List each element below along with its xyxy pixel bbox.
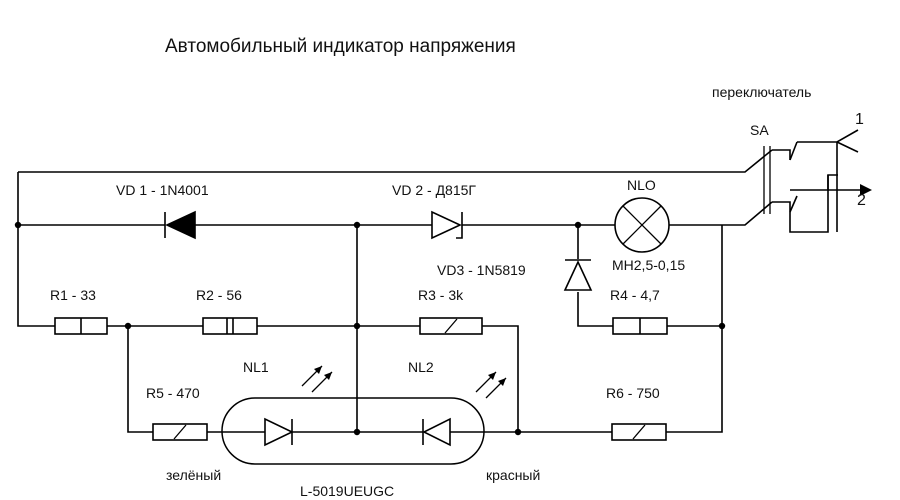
resistor-r3: R3 - 3k (418, 287, 483, 335)
vd1-label: VD 1 - 1N4001 (116, 182, 209, 198)
r2-label: R2 - 56 (196, 287, 242, 303)
switch-sa: переключатель SA 1 2 (712, 84, 872, 233)
led-package-label: L-5019UEUGC (300, 483, 394, 499)
nl2-label: NL2 (408, 359, 434, 375)
diagram-title: Автомобильный индикатор напряжения (165, 36, 516, 57)
resistor-r4: R4 - 4,7 (610, 287, 668, 335)
r5-label: R5 - 470 (146, 385, 200, 401)
junction-dot (353, 221, 361, 229)
resistor-r6: R6 - 750 (606, 385, 667, 441)
resistor-r1: R1 - 33 (50, 287, 108, 335)
diode-vd3: VD3 - 1N5819 (437, 259, 593, 291)
vd3-label: VD3 - 1N5819 (437, 262, 526, 278)
junction-dot (353, 322, 361, 330)
diode-vd1: VD 1 - 1N4001 (116, 182, 209, 240)
junction-dot (353, 428, 361, 436)
lamp-type: МН2,5-0,15 (612, 257, 685, 273)
vd2-label: VD 2 - Д815Г (392, 182, 476, 198)
switch-position-1: 1 (855, 111, 864, 128)
led-nl1: NL1 (243, 359, 333, 447)
junction-dot (14, 221, 22, 229)
r3-label: R3 - 3k (418, 287, 464, 303)
switch-caption: переключатель (712, 84, 811, 100)
r6-label: R6 - 750 (606, 385, 660, 401)
lamp-ref: NLO (627, 177, 656, 193)
junction-dots (14, 221, 726, 436)
nl1-label: NL1 (243, 359, 269, 375)
resistor-r5: R5 - 470 (146, 385, 208, 441)
led-package: NL1 NL2 зелёный красный L-5019UEUGC (166, 359, 540, 499)
junction-dot (718, 322, 726, 330)
led-nl2: NL2 (408, 359, 507, 447)
r4-label: R4 - 4,7 (610, 287, 660, 303)
r1-label: R1 - 33 (50, 287, 96, 303)
switch-position-2: 2 (857, 192, 866, 209)
junction-dot (514, 428, 522, 436)
switch-ref: SA (750, 122, 769, 138)
green-led-caption: зелёный (166, 467, 221, 483)
lamp-nlo: NLO МН2,5-0,15 (612, 177, 685, 273)
red-led-caption: красный (486, 467, 540, 483)
resistor-r2: R2 - 56 (196, 287, 258, 335)
junction-dot (574, 221, 582, 229)
junction-dot (124, 322, 132, 330)
zener-vd2: VD 2 - Д815Г (392, 182, 476, 240)
